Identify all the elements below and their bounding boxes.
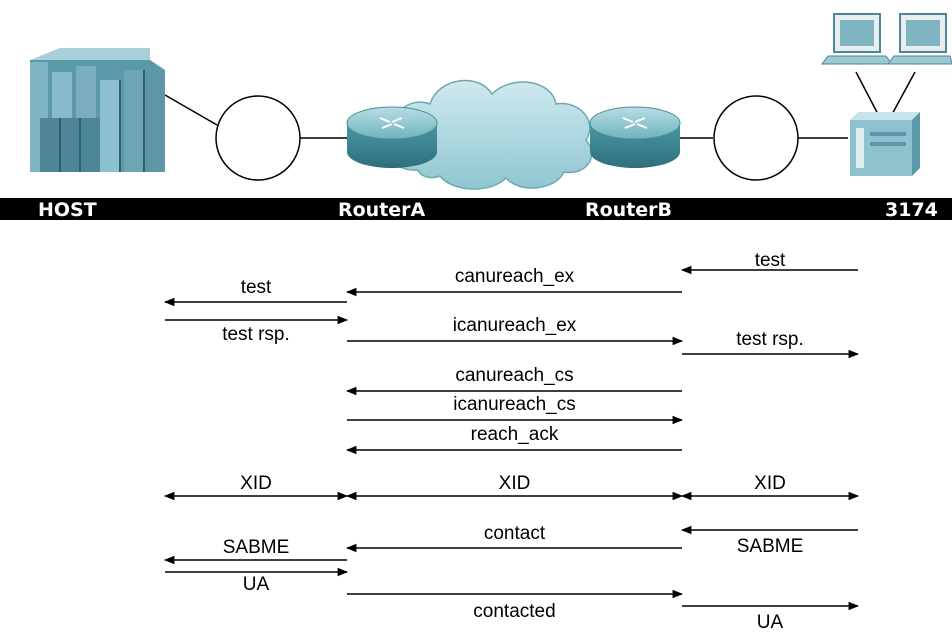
- host-label: HOST: [38, 199, 97, 221]
- message-label-m16: UA: [243, 574, 270, 595]
- message-label-m2: canureach_ex: [455, 266, 575, 287]
- message-label-m3: test: [241, 277, 272, 298]
- message-label-m11: XID: [499, 473, 531, 494]
- message-label-m17: contacted: [473, 601, 555, 622]
- message-label-m14: SABME: [737, 536, 804, 557]
- routerb-icon: [589, 106, 681, 168]
- link-terminal-left: [855, 71, 881, 119]
- message-label-m12: XID: [754, 473, 786, 494]
- message-label-m6: test rsp.: [736, 329, 804, 350]
- token-ring-left: [215, 95, 301, 181]
- message-label-m1: test: [755, 250, 786, 271]
- mainframe-host-icon: [30, 48, 165, 172]
- message-label-m10: XID: [240, 473, 272, 494]
- topology: HOST RouterA RouterB 3174: [0, 13, 952, 221]
- message-label-m8: icanureach_cs: [453, 394, 576, 415]
- device-label-bar: [0, 198, 952, 220]
- controller-3174-label: 3174: [885, 199, 938, 221]
- token-ring-right: [713, 95, 799, 181]
- terminal-right-icon: [887, 13, 952, 65]
- routera-label: RouterA: [338, 199, 426, 221]
- message-label-m5: icanureach_ex: [453, 315, 577, 336]
- terminal-left-icon: [821, 13, 893, 65]
- routerb-label: RouterB: [585, 199, 672, 221]
- link-terminal-right: [889, 71, 916, 119]
- message-label-m9: reach_ack: [471, 424, 559, 445]
- message-label-m15: SABME: [223, 537, 290, 558]
- routera-icon: [346, 106, 438, 168]
- link-host-ring: [164, 94, 218, 126]
- message-label-m18: UA: [757, 612, 784, 632]
- controller-3174-icon: [850, 112, 920, 176]
- message-label-m7: canureach_cs: [455, 365, 573, 386]
- message-label-m4: test rsp.: [222, 324, 290, 345]
- message-label-m13: contact: [484, 523, 546, 544]
